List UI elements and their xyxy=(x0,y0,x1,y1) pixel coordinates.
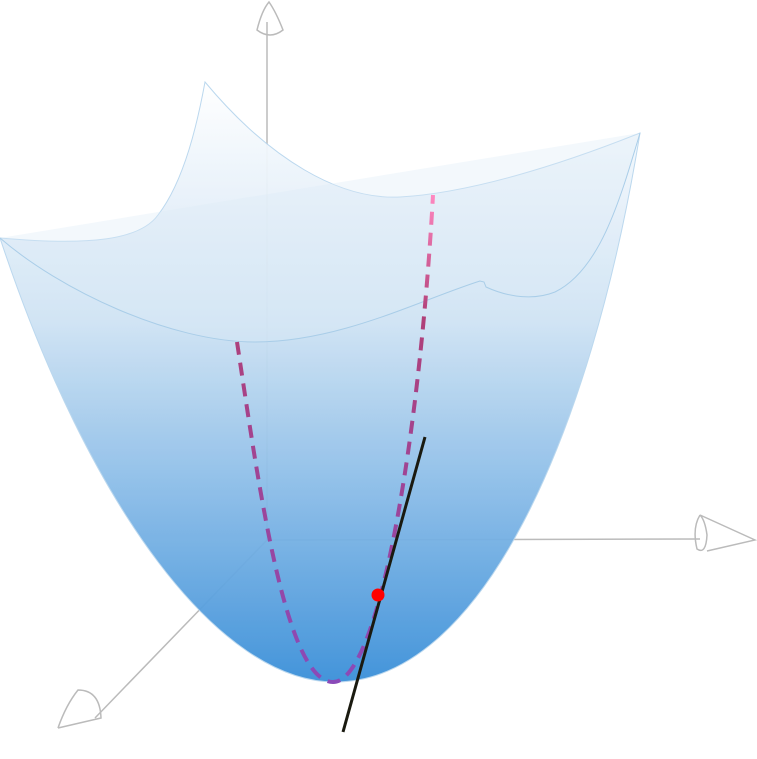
tangent-line xyxy=(341,436,427,733)
cross-section-curve xyxy=(235,194,435,685)
x-axis-arrow-icon xyxy=(694,514,757,552)
surface-front-rim xyxy=(0,132,641,343)
tangent-point[interactable] xyxy=(371,588,385,602)
z-axis-arrow-icon xyxy=(256,0,284,36)
surface-body xyxy=(0,80,641,683)
y-axis-arrow-icon xyxy=(57,689,102,729)
paraboloid-surface xyxy=(0,80,641,683)
